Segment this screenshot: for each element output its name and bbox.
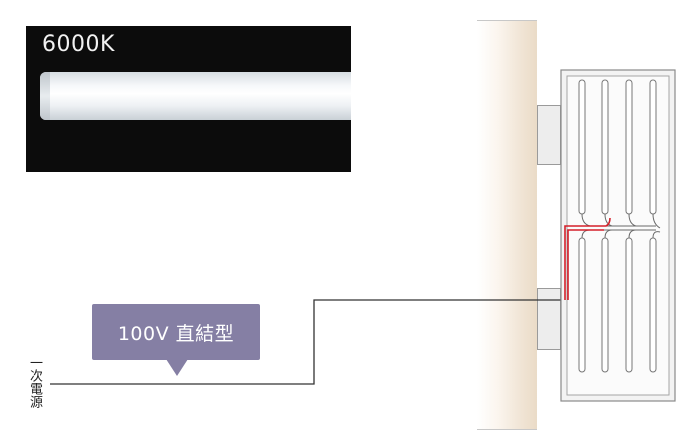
fixture-tube xyxy=(601,79,609,215)
fixture-tube xyxy=(649,79,657,215)
product-photo: 6000K xyxy=(26,26,351,172)
internal-wire-red xyxy=(564,217,611,300)
fixture-tube xyxy=(601,237,609,373)
direct-wiring-callout: 100V 直結型 xyxy=(92,304,260,360)
fixture-tube xyxy=(578,79,586,215)
wall-bottom-edge xyxy=(477,429,537,430)
led-tube-end-cap xyxy=(40,72,50,120)
led-tube-image xyxy=(40,72,351,120)
fixture-tube xyxy=(649,237,657,373)
callout-pointer xyxy=(166,359,188,376)
wall xyxy=(477,20,537,430)
primary-power-label: 一次電源 xyxy=(27,356,42,408)
callout-label: 100V 直結型 xyxy=(117,322,235,345)
fixture-tubes-upper xyxy=(578,79,657,215)
color-temperature-label: 6000K xyxy=(42,32,115,57)
fixture-tube xyxy=(578,237,586,373)
fixture-tube xyxy=(625,79,633,215)
mounting-bracket-lower xyxy=(537,288,561,350)
fixture-tubes-lower xyxy=(578,237,657,373)
wall-top-edge xyxy=(477,20,537,21)
fixture-tube xyxy=(625,237,633,373)
